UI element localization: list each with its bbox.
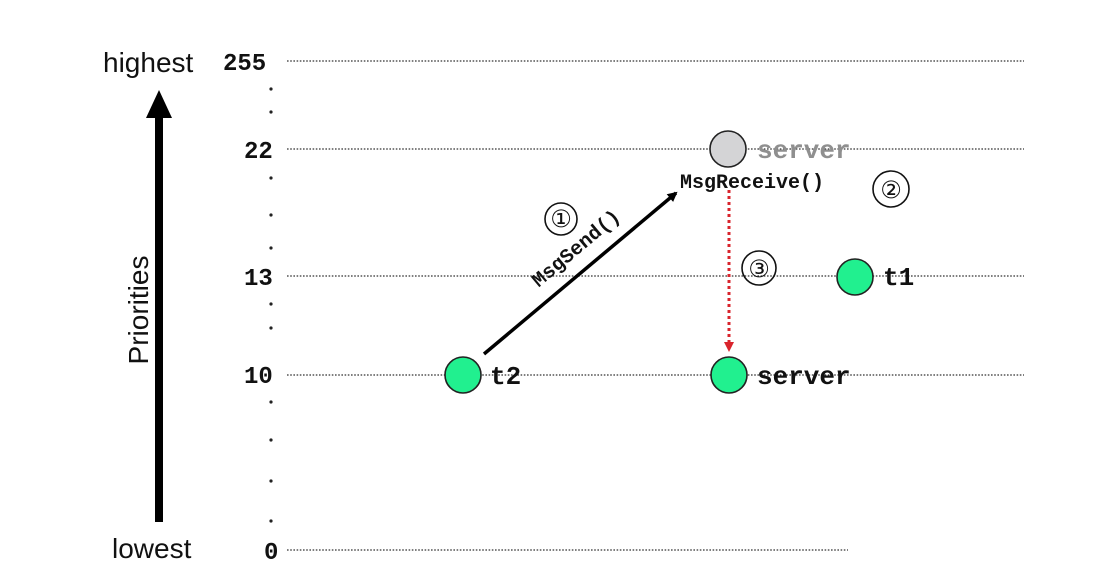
step-3-number: ③ (748, 255, 770, 283)
highest-label: highest (103, 47, 194, 78)
level-13-label: 13 (244, 266, 273, 293)
step-3-marker (741, 250, 777, 286)
server-active-node (710, 356, 748, 394)
t1-label: t1 (883, 263, 914, 293)
t1-node (836, 258, 874, 296)
t2-node (444, 356, 482, 394)
server-blocked-node (709, 130, 747, 168)
level-255-label: 255 (223, 51, 266, 78)
step-1-number: ① (550, 205, 572, 233)
step-1-marker (544, 202, 578, 236)
lowest-label: lowest (112, 533, 192, 564)
level-22-label: 22 (244, 139, 273, 166)
msgreceive-label: MsgReceive() (680, 172, 824, 195)
step-2-number: ② (880, 176, 902, 204)
axis-title: Priorities (123, 256, 154, 365)
level-gap-dots (269, 87, 273, 523)
server-active-label: server (757, 362, 851, 392)
msgsend-arrow (482, 191, 678, 356)
priority-arrow-head (146, 90, 172, 118)
level-0-label: 0 (264, 540, 278, 567)
level-10-label: 10 (244, 364, 273, 391)
step-2-marker (872, 170, 910, 208)
t2-label: t2 (490, 362, 521, 392)
server-blocked-label: server (757, 136, 851, 166)
